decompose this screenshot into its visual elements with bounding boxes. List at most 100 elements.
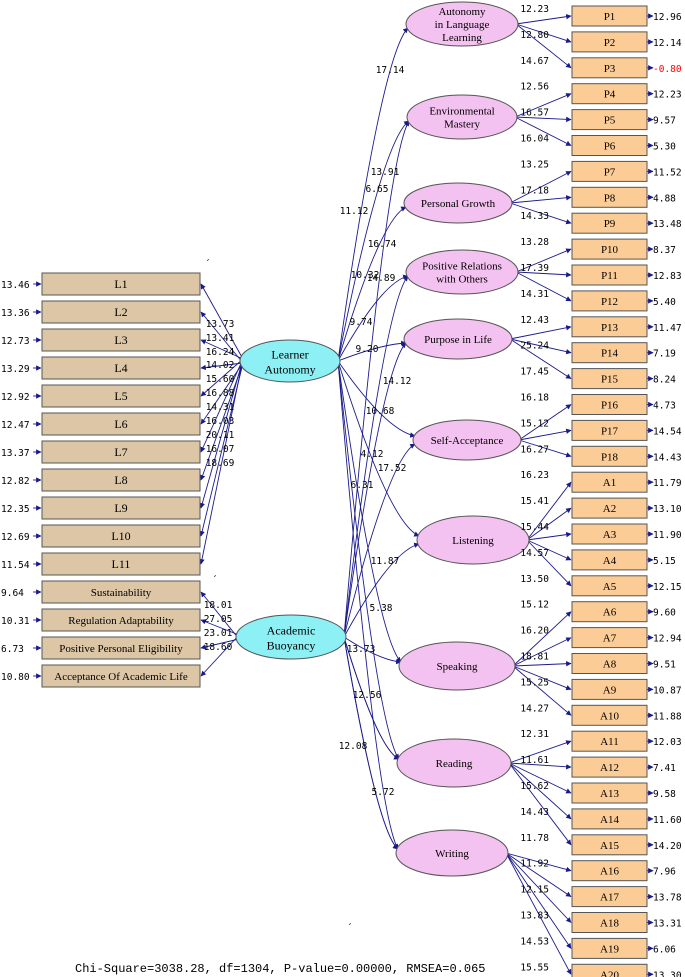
indicator-label: L3 (114, 333, 127, 347)
loading-t-value: 16.24 (206, 347, 235, 358)
observed-error: 7.19 (653, 349, 676, 360)
observed-rect (571, 57, 648, 79)
observed-box: A5 (571, 575, 648, 597)
observed-box: A13 (571, 782, 648, 804)
observed-error: 11.47 (653, 323, 682, 334)
measurement-t-value: 16.20 (520, 626, 549, 637)
observed-error: 9.60 (653, 608, 676, 619)
indicator-label: L6 (114, 417, 127, 431)
error-variance: 12.69 (1, 532, 30, 543)
error-variance: 13.37 (1, 448, 30, 459)
loading-t-value: 20.11 (206, 430, 235, 441)
indicator-label: L8 (114, 473, 127, 487)
observed-rect (571, 419, 648, 441)
measurement-t-value: 14.33 (520, 211, 549, 222)
observed-label: A7 (603, 633, 617, 645)
indicator-rect (41, 608, 201, 632)
structural-t-value: 11.12 (340, 206, 369, 217)
measurement-path (509, 202, 572, 225)
error-variance: 12.92 (1, 392, 30, 403)
measurement-path (508, 762, 572, 770)
measurement-t-value: 18.81 (520, 652, 549, 663)
measurement-path (515, 14, 572, 25)
observed-label: A16 (600, 866, 619, 878)
observed-box: A7 (571, 627, 648, 649)
observed-box: P9 (571, 212, 648, 234)
measurement-t-value: 13.28 (520, 237, 549, 248)
error-variance: 13.29 (1, 364, 30, 375)
indicator-rect (41, 412, 201, 436)
observed-box: A12 (571, 756, 648, 778)
observed-rect (571, 31, 648, 53)
observed-error: 12.83 (653, 271, 682, 282)
structural-t-value: 17.52 (378, 463, 407, 474)
observed-label: A20 (600, 969, 619, 977)
observed-error: 12.14 (653, 38, 682, 49)
error-variance: 10.80 (1, 672, 30, 683)
measurement-t-value: 17.18 (520, 185, 549, 196)
observed-rect (571, 834, 648, 856)
observed-box: P4 (571, 83, 648, 105)
measurement-t-value: 15.62 (520, 781, 549, 792)
sub-factor-ellipse (405, 1, 519, 47)
indicator-rect (41, 580, 201, 604)
structural-path (343, 542, 420, 638)
observed-label: P13 (601, 322, 619, 334)
loading-path (199, 358, 244, 509)
structural-t-value: 13.91 (371, 167, 400, 178)
observed-rect (571, 445, 648, 467)
observed-rect (571, 342, 648, 364)
sub-factor-label: Listening (452, 535, 494, 547)
structural-t-value: 5.72 (372, 787, 395, 798)
measurement-t-value: 15.12 (520, 600, 549, 611)
observed-box: P17 (571, 419, 648, 441)
measurement-path (505, 852, 572, 897)
observed-error: 13.30 (653, 970, 682, 977)
observed-error: 11.52 (653, 167, 682, 178)
measurement-path (526, 531, 572, 541)
observed-label: A15 (600, 840, 619, 852)
measurement-path (508, 762, 572, 794)
observed-label: P7 (604, 166, 616, 178)
sub-factor: Writing (395, 829, 509, 877)
loading-path (200, 619, 240, 636)
structural-path (337, 360, 402, 663)
observed-label: P17 (601, 425, 619, 437)
observed-rect (571, 368, 648, 390)
structural-t-value: 9.20 (356, 344, 379, 355)
indicator-label: L4 (114, 361, 127, 375)
observed-error: 9.57 (653, 116, 676, 127)
measurement-t-value: 12.15 (520, 885, 549, 896)
observed-box: A14 (571, 808, 648, 830)
measurement-t-value: 12.56 (520, 82, 549, 93)
observed-rect (571, 730, 648, 752)
observed-label: A8 (603, 659, 617, 671)
error-variance: 13.36 (1, 308, 30, 319)
loading-t-value: 16.07 (206, 444, 235, 455)
structural-t-value: 14.12 (383, 376, 412, 387)
observed-box: P12 (571, 290, 648, 312)
observed-rect (571, 394, 648, 415)
observed-label: P5 (604, 115, 616, 127)
indicator-rect (41, 328, 201, 352)
error-variance: 13.46 (1, 280, 30, 291)
observed-rect (571, 575, 648, 597)
indicator-box: Regulation Adaptability (41, 608, 201, 632)
structural-t-value: 9.74 (350, 317, 373, 328)
error-variance: 11.54 (1, 560, 30, 571)
observed-box: P1 (571, 5, 648, 27)
sub-factor-label: Self-Acceptance (431, 435, 504, 447)
measurement-t-value: 16.27 (520, 444, 549, 455)
sub-factor-label: Personal Growth (421, 198, 496, 210)
observed-box: A4 (571, 549, 648, 571)
indicator-box: L6 (41, 412, 201, 436)
measurement-path (515, 23, 572, 43)
measurement-path (512, 611, 572, 667)
observed-label: A9 (603, 684, 617, 696)
indicator-label: L2 (114, 305, 127, 319)
indicator-box: L8 (41, 468, 201, 492)
sub-factor-label: Speaking (437, 661, 478, 673)
loading-t-value: 16.03 (206, 416, 235, 427)
loading-path (200, 634, 240, 677)
